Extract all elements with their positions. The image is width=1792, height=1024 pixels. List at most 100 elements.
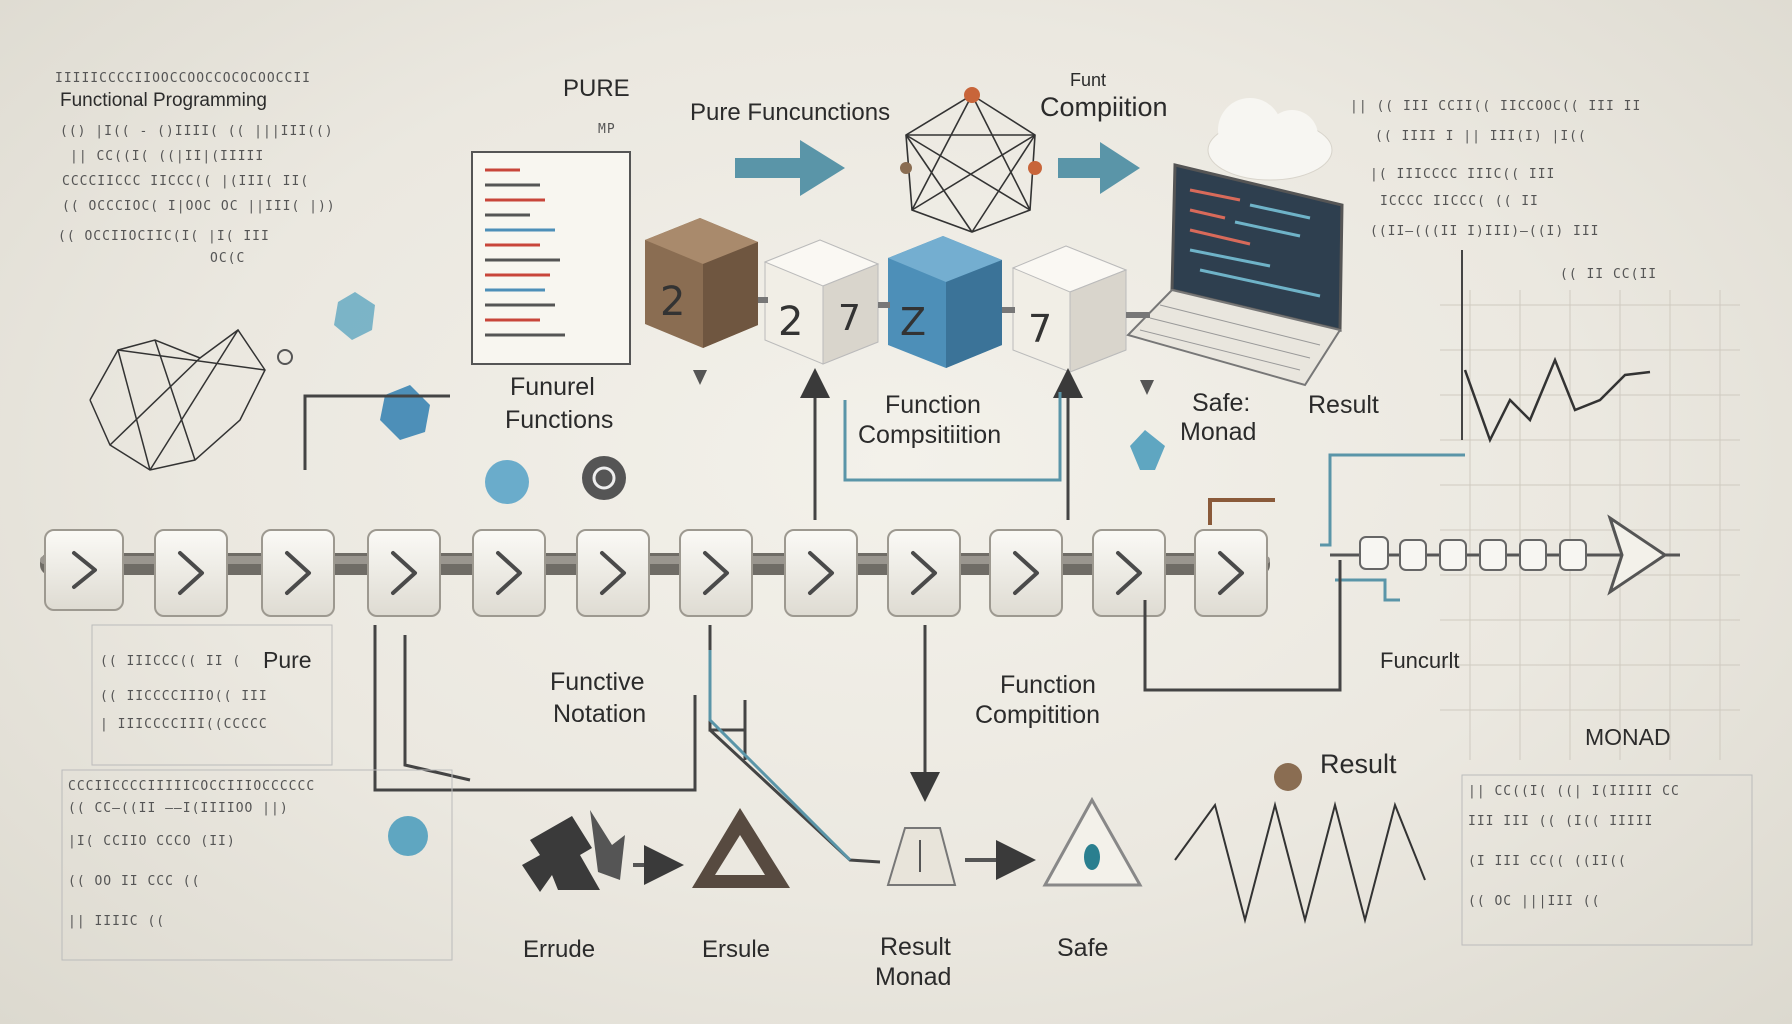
connector-lines-blue bbox=[843, 392, 1465, 602]
label-function-composition-2: Compsitiition bbox=[858, 421, 1001, 449]
svg-text:CCCCIICCC IICCC(( |(III( II(: CCCCIICCC IICCC(( |(III( II( bbox=[62, 174, 309, 189]
label-faint-composition: Funt bbox=[1070, 70, 1106, 90]
svg-text:|I( CCIIO CCCO (II): |I( CCIIO CCCO (II) bbox=[68, 834, 236, 849]
cube-3-glyph: Z bbox=[900, 300, 926, 344]
label-result-top: Result bbox=[1308, 391, 1379, 419]
chain-tile bbox=[1194, 529, 1268, 617]
svg-text:|| (( III CCII(( IICCOOC(( III: || (( III CCII(( IICCOOC(( III II bbox=[1350, 99, 1641, 114]
chain-tile bbox=[261, 529, 335, 617]
laptop-icon bbox=[1126, 163, 1344, 387]
arrow-right-icon bbox=[1058, 142, 1140, 194]
chain-tile bbox=[154, 529, 228, 617]
svg-text:((II—(((II I)III)—((I) III: ((II—(((II I)III)—((I) III bbox=[1370, 224, 1600, 239]
svg-text:(( IIII I || III(I) |I((: (( IIII I || III(I) |I(( bbox=[1375, 129, 1587, 144]
cube-1: 2 bbox=[645, 218, 758, 348]
chain-tile bbox=[367, 529, 441, 617]
svg-text:|( IIICCCC IIIC(( III: |( IIICCCC IIIC(( III bbox=[1370, 167, 1555, 182]
triangle-eye-icon bbox=[1042, 796, 1143, 887]
code-sheet bbox=[471, 151, 631, 365]
svg-text:MP: MP bbox=[598, 122, 616, 137]
svg-text:(( OO II CCC ((: (( OO II CCC (( bbox=[68, 874, 200, 889]
chain-tile bbox=[1092, 529, 1166, 617]
main-chain bbox=[40, 529, 1270, 617]
graph-network-left bbox=[89, 328, 266, 471]
chain-tile bbox=[472, 529, 546, 617]
label-monad-bottom: Monad bbox=[875, 963, 951, 991]
svg-text:IIIIICCCCIIOOCCOOCCOCOCOOCCII: IIIIICCCCIIOOCCOOCCOCOCOOCCII bbox=[55, 71, 311, 86]
chain-tile bbox=[887, 529, 961, 617]
label-function-compition-2: Compitition bbox=[975, 701, 1100, 729]
arrow-right-icon bbox=[735, 140, 845, 196]
label-pure-left: Pure bbox=[263, 647, 312, 673]
cube-4-glyph: 7 bbox=[1028, 307, 1052, 351]
svg-text:| IIICCCCIII((CCCCC: | IIICCCCIII((CCCCC bbox=[100, 717, 268, 732]
label-pure: PURE bbox=[563, 75, 630, 102]
cube-1-glyph: 2 bbox=[660, 279, 685, 325]
label-functions: Functions bbox=[505, 406, 613, 434]
cube-4: 7 bbox=[1011, 245, 1128, 373]
trapezoid-icon bbox=[886, 827, 957, 886]
label-ersule: Ersule bbox=[702, 936, 770, 963]
svg-text:(( OC |||III ((: (( OC |||III (( bbox=[1468, 894, 1600, 909]
label-funurel: Funurel bbox=[510, 373, 595, 401]
svg-text:(( OCCIIOCIIC(I( |I( III: (( OCCIIOCIIC(I( |I( III bbox=[58, 229, 270, 244]
dot-icon bbox=[1274, 763, 1302, 791]
connector-rust bbox=[1208, 498, 1275, 525]
chain-tile bbox=[784, 529, 858, 617]
label-function-compition-1: Function bbox=[1000, 671, 1096, 699]
notes-heading: Functional Programming bbox=[60, 90, 267, 111]
notes-panel-lower-left: (( IIICCC(( II ( (( IICCCCIIIO(( III | I… bbox=[61, 624, 453, 961]
svg-text:(( II CC(II: (( II CC(II bbox=[1560, 267, 1657, 282]
svg-text:7: 7 bbox=[838, 298, 861, 339]
chain-tile bbox=[679, 529, 753, 617]
recycle-icon bbox=[522, 810, 625, 892]
connector-lines-lower bbox=[373, 560, 1342, 864]
svg-text:(( OCCCIOC( I|OOC OC ||III( |: (( OCCCIOC( I|OOC OC ||III( |)) bbox=[62, 199, 336, 214]
bead-line bbox=[1330, 514, 1680, 596]
notes-panel-lower-right: || CC((I( ((| I(IIIII CC III III (( (I((… bbox=[1461, 774, 1753, 946]
wave-plot bbox=[1174, 801, 1426, 924]
svg-text:|| IIIIC ((: || IIIIC (( bbox=[68, 914, 165, 929]
small-marker-icons bbox=[277, 349, 1154, 395]
notes-panel-top-left: IIIIICCCCIIOOCCOOCCOCOCOOCCII Functional… bbox=[55, 71, 336, 266]
triangle-recycle-icon bbox=[692, 808, 790, 888]
label-composition-top: Compiition bbox=[1040, 92, 1168, 122]
connector-blue-lower bbox=[708, 650, 852, 862]
cube-2: 2 7 bbox=[763, 239, 880, 365]
label-functive: Functive bbox=[550, 668, 644, 696]
label-pure-functions: Pure Funcunctions bbox=[690, 99, 890, 126]
svg-text:ICCCC IICCC( (( II: ICCCC IICCC( (( II bbox=[1380, 194, 1539, 209]
cube-3: Z bbox=[888, 236, 1002, 368]
svg-text:(( CC—((II ——I(IIIIOO ||): (( CC—((II ——I(IIIIOO ||) bbox=[68, 801, 289, 816]
svg-text:(( IIICCC(( II (: (( IIICCC(( II ( bbox=[100, 654, 241, 669]
zigzag-plot-top bbox=[1463, 356, 1651, 444]
svg-text:(() |I(( - ()IIII( (( |||II: (() |I(( - ()IIII( (( |||III(() bbox=[60, 124, 334, 139]
svg-text:CCCIICCCCIIIIICOCCIIIOCCCCCC: CCCIICCCCIIIIICOCCIIIOCCCCCC bbox=[68, 779, 315, 794]
chain-tile bbox=[44, 529, 124, 611]
cube-row: 2 2 7 Z 7 bbox=[645, 218, 1150, 373]
svg-text:(I III CC(( ((II((: (I III CC(( ((II(( bbox=[1468, 854, 1627, 869]
label-funcurlt: Funcurlt bbox=[1380, 648, 1459, 673]
grid-background bbox=[1440, 290, 1740, 760]
svg-text:|| CC((I( ((|II|(IIIII: || CC((I( ((|II|(IIIII bbox=[70, 149, 264, 164]
svg-text:III III (( (I(( IIIII: III III (( (I(( IIIII bbox=[1468, 814, 1653, 829]
label-result-right: Result bbox=[1320, 749, 1397, 779]
svg-text:(( IICCCCIIIO(( III: (( IICCCCIIIO(( III bbox=[100, 689, 268, 704]
label-safe-bottom: Safe bbox=[1057, 934, 1108, 962]
cube-2-glyph: 2 bbox=[778, 299, 803, 345]
chain-tile bbox=[576, 529, 650, 617]
svg-text:|| CC((I( ((| I(IIIII CC: || CC((I( ((| I(IIIII CC bbox=[1468, 784, 1680, 799]
connector-lines bbox=[303, 368, 1083, 520]
cloud-icon bbox=[1207, 98, 1333, 181]
label-errude: Errude bbox=[523, 936, 595, 963]
label-monad-right: MONAD bbox=[1585, 724, 1671, 750]
label-function-composition-1: Function bbox=[885, 391, 981, 419]
label-notation: Notation bbox=[553, 700, 646, 728]
label-safe: Safe: bbox=[1192, 389, 1250, 417]
badge-icon bbox=[334, 292, 1165, 504]
network-icon bbox=[900, 87, 1042, 233]
label-result-bottom: Result bbox=[880, 933, 951, 961]
label-monad: Monad bbox=[1180, 418, 1256, 446]
svg-text:OC(C: OC(C bbox=[210, 251, 245, 266]
